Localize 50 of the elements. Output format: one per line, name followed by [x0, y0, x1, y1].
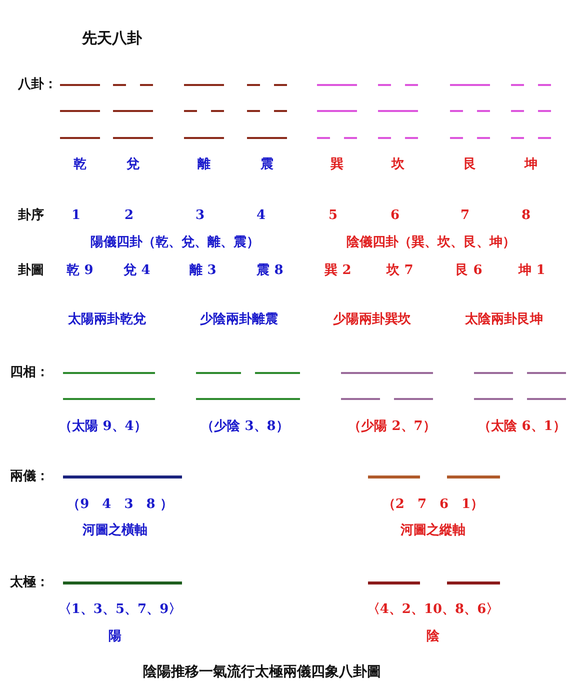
trigram-number: 坤 1 [518, 263, 546, 279]
order-number: 5 [328, 208, 338, 224]
trigram-number: 艮 6 [456, 263, 482, 279]
row-label: 八卦： [18, 77, 57, 93]
order-number: 4 [256, 208, 266, 224]
trigram-name: 坤 [524, 157, 538, 173]
symbol-caption: 陽 [108, 629, 122, 645]
title: 先天八卦 [82, 30, 142, 46]
symbol-caption: （少陽 2、7） [348, 419, 436, 435]
order-number: 6 [390, 208, 400, 224]
pair-caption: 太陰兩卦艮坤 [465, 312, 543, 328]
axis-caption: 河圖之橫軸 [82, 523, 148, 539]
pair-caption: 少陽兩卦巽坎 [333, 312, 411, 328]
trigram-name: 兌 [126, 157, 140, 173]
row-label: 太極： [10, 575, 49, 591]
pair-caption: 太陽兩卦乾兌 [68, 312, 146, 328]
symbol-caption: 陰 [426, 629, 440, 645]
order-number: 2 [124, 208, 134, 224]
group-caption: 陽儀四卦（乾、兌、離、震） [90, 235, 260, 251]
symbol-caption: （少陰 3、8） [201, 419, 289, 435]
row-label: 卦圖 [18, 263, 44, 279]
trigram-number: 乾 9 [66, 263, 94, 279]
symbol-caption: （太陽 9、4） [59, 419, 147, 435]
trigram-name: 坎 [392, 157, 404, 173]
trigram-number: 離 3 [190, 263, 216, 279]
order-number: 7 [460, 208, 470, 224]
pair-caption: 少陰兩卦離震 [200, 312, 278, 328]
row-label: 四相： [10, 365, 49, 381]
trigram-name: 震 [260, 157, 274, 173]
number-caption: （9 4 3 8 ） [67, 497, 173, 513]
row-label: 卦序 [18, 208, 44, 224]
trigram-number: 震 8 [256, 263, 284, 279]
trigram-number: 坎 7 [386, 263, 414, 279]
order-number: 3 [195, 208, 205, 224]
caption: 陰陽推移一氣流行太極兩儀四象八卦圖 [143, 664, 381, 680]
trigram-name: 離 [198, 157, 210, 173]
order-number: 8 [521, 208, 531, 224]
number-caption: 〈4、2、10、8、6〉 [366, 602, 500, 618]
axis-caption: 河圖之縱軸 [400, 523, 466, 539]
number-caption: 〈1、3、5、7、9〉 [58, 602, 182, 618]
row-label: 兩儀： [10, 469, 49, 485]
group-caption: 陰儀四卦（巽、坎、艮、坤） [346, 235, 516, 251]
trigram-name: 乾 [74, 157, 86, 173]
trigram-number: 巽 2 [324, 263, 352, 279]
symbol-caption: （太陰 6、1） [478, 419, 566, 435]
trigram-name: 巽 [330, 157, 344, 173]
trigram-number: 兌 4 [124, 263, 150, 279]
trigram-name: 艮 [464, 157, 476, 173]
number-caption: （2 7 6 1） [382, 497, 484, 513]
order-number: 1 [71, 208, 81, 224]
